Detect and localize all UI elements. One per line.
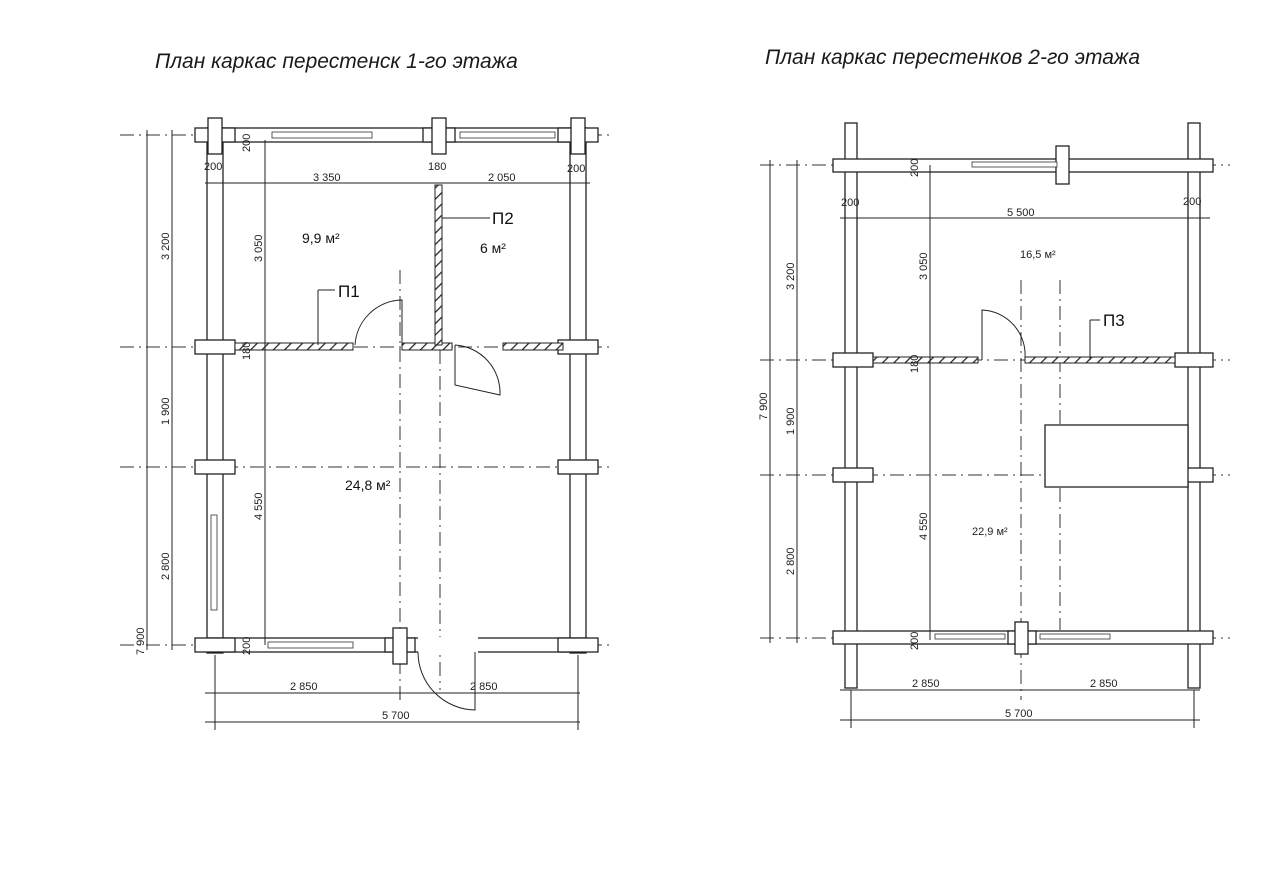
dim-room2-width: 2 050 (488, 172, 516, 184)
grid-axes (120, 134, 610, 700)
dim-bottom-right: 2 850 (470, 681, 498, 693)
dim-room-width: 5 500 (1007, 207, 1035, 219)
dim-wall-mid: 180 (241, 342, 253, 360)
dim-wall-bottom: 200 (909, 632, 921, 650)
dim-inner-h1: 3 050 (253, 234, 265, 262)
dim-h3: 2 800 (160, 552, 172, 580)
partitions (234, 184, 564, 351)
room-area: 6 м² (480, 240, 506, 256)
partition-label: П3 (1103, 311, 1125, 330)
partition-label: П2 (492, 209, 514, 228)
doors (981, 309, 1100, 360)
dim-overall-width: 5 700 (1005, 708, 1033, 720)
dim-inner-h1: 3 050 (918, 252, 930, 280)
exterior-walls (194, 117, 599, 665)
room-area: 22,9 м² (972, 526, 1008, 538)
plan-floor-2: План каркас перестенков 2-го этажа (758, 46, 1230, 728)
dim-overall-height: 7 900 (758, 392, 770, 420)
room-area: 24,8 м² (345, 477, 391, 493)
dim-bottom-left: 2 850 (912, 678, 940, 690)
dim-inner-h2: 4 550 (253, 492, 265, 520)
dim-bottom-right: 2 850 (1090, 678, 1118, 690)
dim-h2: 1 900 (785, 407, 797, 435)
dim-h2: 1 900 (160, 397, 172, 425)
dim-wall-mid: 180 (909, 355, 921, 373)
dimension-lines (146, 130, 590, 730)
partition-label: П1 (338, 282, 360, 301)
doors (354, 299, 501, 711)
dim-room1-width: 3 350 (313, 172, 341, 184)
dim-h3: 2 800 (785, 547, 797, 575)
room-area: 16,5 м² (1020, 249, 1056, 261)
dim-h1: 3 200 (160, 232, 172, 260)
dimension-labels: 7 900 3 200 1 900 2 800 3 050 4 550 200 … (135, 134, 585, 722)
dim-overall-height: 7 900 (135, 627, 147, 655)
partitions (872, 356, 1176, 364)
dim-wall-left: 200 (841, 197, 859, 209)
dim-wall-top: 200 (241, 134, 253, 152)
room-area: 9,9 м² (302, 230, 340, 246)
plan-title: План каркас перестенков 2-го этажа (765, 46, 1140, 69)
dim-wall-left: 200 (204, 161, 222, 173)
dimension-labels: 7 900 3 200 1 900 2 800 3 050 4 550 200 … (758, 159, 1201, 720)
dimension-lines (769, 160, 1210, 728)
dim-h1: 3 200 (785, 262, 797, 290)
dim-partition-width: 180 (428, 161, 446, 173)
dim-overall-width: 5 700 (382, 710, 410, 722)
dim-wall-top: 200 (909, 159, 921, 177)
dim-wall-bottom: 200 (241, 637, 253, 655)
dim-bottom-left: 2 850 (290, 681, 318, 693)
dim-wall-right: 200 (567, 163, 585, 175)
plan-floor-1: План каркас перестенск 1-го этажа (120, 50, 610, 730)
dim-inner-h2: 4 550 (918, 512, 930, 540)
exterior-walls (832, 122, 1214, 689)
plan-title: План каркас перестенск 1-го этажа (155, 50, 518, 73)
dim-wall-right: 200 (1183, 196, 1201, 208)
